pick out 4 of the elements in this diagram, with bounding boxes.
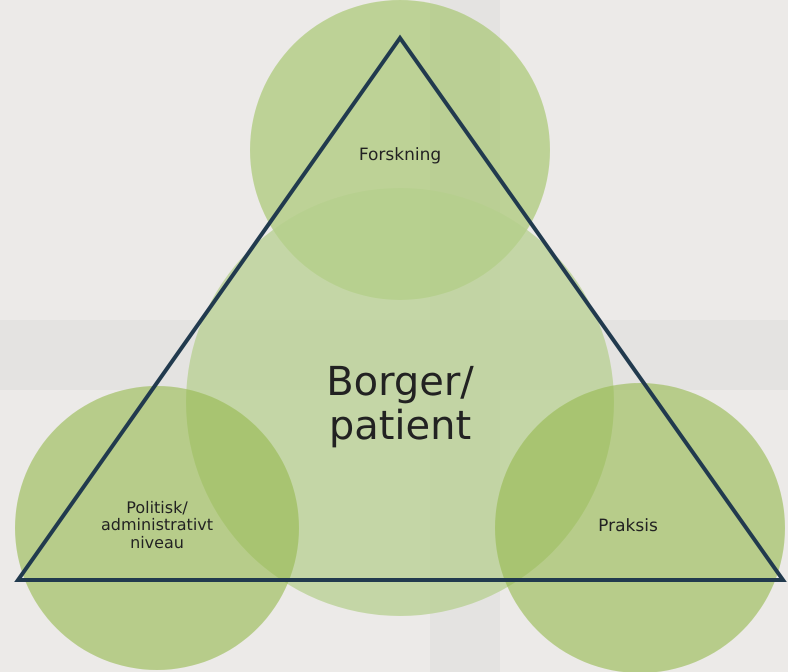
circle-label: Politisk/ administrativt niveau xyxy=(100,498,214,552)
circle-label: Borger/ patient xyxy=(325,360,475,448)
circle-label: Forskning xyxy=(358,146,442,164)
circle-label: Praksis xyxy=(598,516,658,536)
